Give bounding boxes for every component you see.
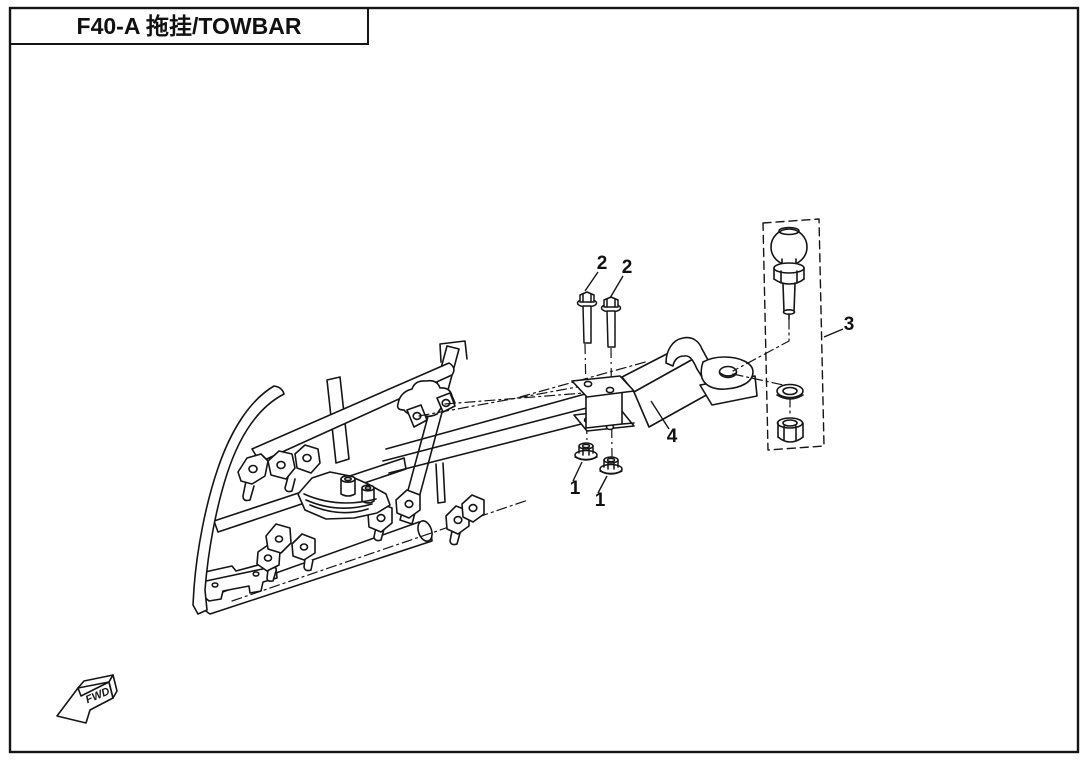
- callout-2: 2: [621, 257, 633, 278]
- kit-hex-nut: [776, 417, 804, 443]
- callout-1: 1: [569, 478, 581, 499]
- callout-3: 3: [843, 314, 855, 335]
- page-title: F40-A 拖挂/TOWBAR: [76, 13, 302, 39]
- callout-leader-lines: [572, 271, 844, 494]
- frame-illustration: [192, 340, 529, 615]
- frame-curved-rail: [192, 385, 285, 615]
- frame-central-bracket: [297, 471, 391, 520]
- hitch-ball-kit-part-3: [732, 218, 825, 451]
- callout-1: 1: [594, 490, 606, 511]
- flange-bolts-part-2: [576, 291, 622, 348]
- ball-axis: [732, 318, 791, 417]
- callout-4: 4: [666, 426, 678, 447]
- title-box: [9, 7, 369, 45]
- frame-upper-tube: [251, 362, 455, 463]
- frame-bracket-cluster-lower-right: [367, 489, 485, 546]
- flange-bolt-b: [600, 296, 622, 348]
- ball-shank: [782, 283, 796, 313]
- flange-nuts-part-1: [574, 442, 623, 475]
- frame-bracket-cluster-upper-left: [237, 444, 321, 502]
- frame-bracket-cluster-lower-left: [256, 523, 316, 582]
- frame-bracket-saddle: [396, 379, 456, 428]
- frame-top-bracket: [439, 340, 468, 363]
- callout-2: 2: [596, 253, 608, 274]
- fwd-arrow: FWD: [56, 674, 118, 724]
- towbar-channel: [585, 391, 623, 429]
- flange-nut-a: [574, 442, 598, 461]
- frame-bottom-tube: [201, 521, 433, 615]
- flange-bolt-a: [576, 291, 598, 344]
- flange-nut-b: [599, 456, 623, 475]
- page-border: [8, 6, 1080, 754]
- kit-washer: [776, 383, 804, 400]
- towbar-assembly-part-4: [571, 336, 758, 432]
